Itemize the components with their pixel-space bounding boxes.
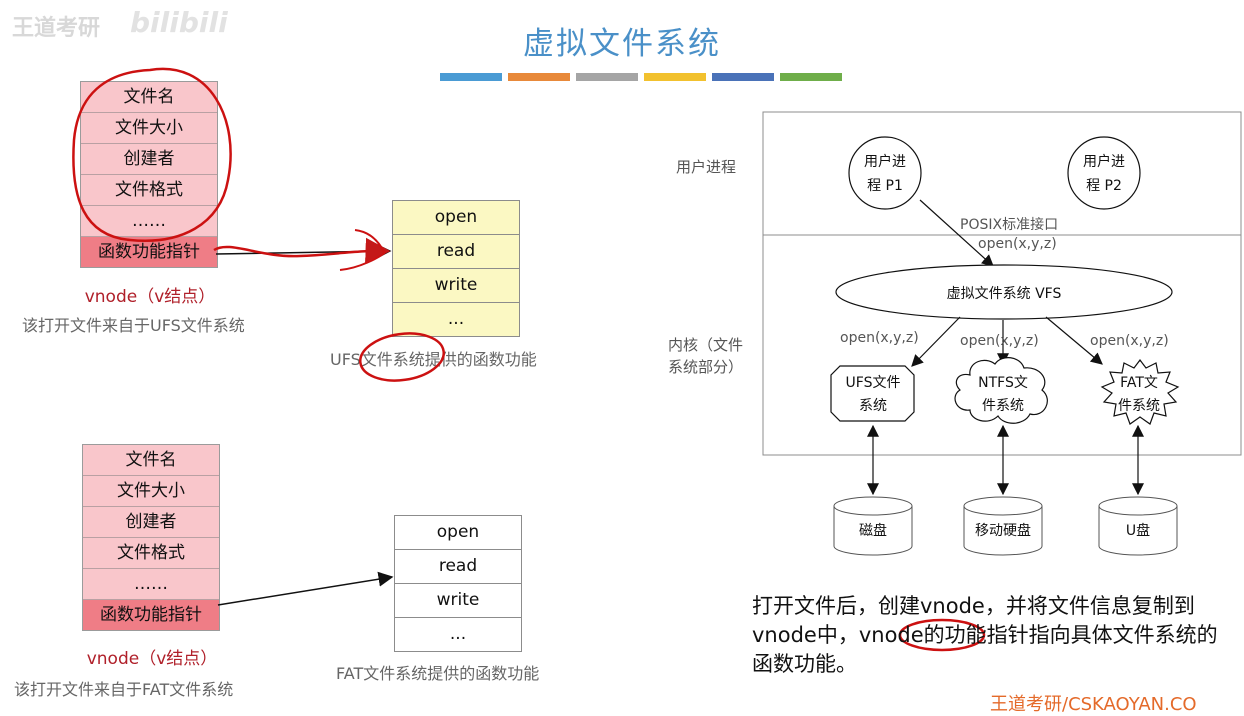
disk-label: 磁盘 <box>859 523 887 539</box>
vfs-to-ufs-arrow <box>911 316 961 367</box>
ufs-label-line1: UFS文件 <box>845 375 901 391</box>
disk-cylinder <box>833 496 913 556</box>
fat-label-line1: FAT文 <box>1120 375 1158 391</box>
open-fat-label: open(x,y,z) <box>1090 333 1169 349</box>
vnode-field: 创建者 <box>83 507 219 538</box>
red-arrow-annotation <box>213 237 391 263</box>
accent-bar <box>576 73 638 81</box>
function-write: write <box>393 269 519 303</box>
accent-bar <box>780 73 842 81</box>
accent-bar <box>712 73 774 81</box>
bilibili-logo: bilibili <box>130 6 228 39</box>
posix-label: POSIX标准接口 <box>960 217 1059 233</box>
open-ufs-label: open(x,y,z) <box>840 330 919 346</box>
vnode-function-pointer: 函数功能指针 <box>81 237 217 267</box>
user-layer-label: 用户进程 <box>676 158 737 176</box>
open-ntfs-label: open(x,y,z) <box>960 333 1039 349</box>
accent-bar <box>644 73 706 81</box>
function-open: open <box>393 201 519 235</box>
ufs-vnode-caption: vnode（v结点） <box>84 287 216 307</box>
accent-bar <box>508 73 570 81</box>
fat-pointer-arrow <box>217 571 394 606</box>
posix-call-arrow <box>919 199 994 267</box>
kernel-layer-label-1: 内核（文件 <box>668 336 744 354</box>
vnode-field: 文件名 <box>81 82 217 113</box>
vnode-field: 文件大小 <box>83 476 219 507</box>
fat-functions-caption: FAT文件系统提供的函数功能 <box>336 664 540 683</box>
process-p2 <box>1067 136 1141 210</box>
ntfs-fs-shape <box>954 357 1048 424</box>
vnode-field: 创建者 <box>81 144 217 175</box>
p2-label-line2: 程 P2 <box>1086 178 1122 194</box>
vnode-field: 文件格式 <box>83 538 219 569</box>
vfs-to-fat-arrow <box>1045 316 1103 365</box>
ufs-functions-caption: UFS文件系统提供的函数功能 <box>330 350 537 369</box>
ufs-function-table: open read write ... <box>392 200 520 337</box>
function-read: read <box>393 235 519 269</box>
ufs-source-caption: 该打开文件来自于UFS文件系统 <box>22 316 245 335</box>
kernel-layer-label-2: 系统部分） <box>668 358 744 376</box>
fat-fs-shape <box>1100 359 1180 425</box>
function-open: open <box>395 516 521 550</box>
red-circle-annotation <box>72 67 232 242</box>
vfs-ellipse <box>835 264 1173 320</box>
function-read: read <box>395 550 521 584</box>
fat-vnode-table: 文件名 文件大小 创建者 文件格式 …… 函数功能指针 <box>82 444 220 631</box>
vnode-field: 文件名 <box>83 445 219 476</box>
red-circle-annotation <box>898 618 986 652</box>
footer-brand: 王道考研/CSKAOYAN.CO <box>990 694 1197 715</box>
p1-label-line2: 程 P1 <box>867 178 903 194</box>
accent-bar <box>440 73 502 81</box>
vnode-function-pointer: 函数功能指针 <box>83 600 219 630</box>
process-p1 <box>848 136 922 210</box>
ufs-label-line2: 系统 <box>859 398 887 414</box>
usb-disk-cylinder <box>1098 496 1178 556</box>
function-more: ... <box>393 303 519 336</box>
vnode-field: 文件大小 <box>81 113 217 144</box>
open-call-label: open(x,y,z) <box>978 236 1057 252</box>
fat-function-table: open read write ... <box>394 515 522 652</box>
vnode-field: 文件格式 <box>81 175 217 206</box>
p2-label-line1: 用户进 <box>1083 154 1125 170</box>
removable-disk-cylinder <box>963 496 1043 556</box>
ntfs-label-line2: 件系统 <box>982 398 1024 414</box>
red-hook-annotation <box>339 229 387 271</box>
ufs-fs-shape <box>830 365 915 422</box>
removable-disk-label: 移动硬盘 <box>975 523 1031 539</box>
fat-source-caption: 该打开文件来自于FAT文件系统 <box>14 680 234 699</box>
watermark-text: 王道考研 <box>12 16 101 41</box>
vfs-label: 虚拟文件系统 VFS <box>946 286 1062 302</box>
function-more: ... <box>395 618 521 651</box>
page-title: 虚拟文件系统 <box>523 26 721 62</box>
vnode-field: …… <box>83 569 219 600</box>
ufs-vnode-table: 文件名 文件大小 创建者 文件格式 …… 函数功能指针 <box>80 81 218 268</box>
red-circle-annotation <box>359 332 445 382</box>
function-write: write <box>395 584 521 618</box>
fat-label-line2: 件系统 <box>1118 398 1160 414</box>
ntfs-label-line1: NTFS文 <box>978 375 1028 391</box>
p1-label-line1: 用户进 <box>864 154 906 170</box>
usb-disk-label: U盘 <box>1125 523 1151 539</box>
fat-vnode-caption: vnode（v结点） <box>86 649 218 669</box>
description-text: 打开文件后，创建vnode，并将文件信息复制到vnode中，vnode的功能指针… <box>752 594 1218 676</box>
